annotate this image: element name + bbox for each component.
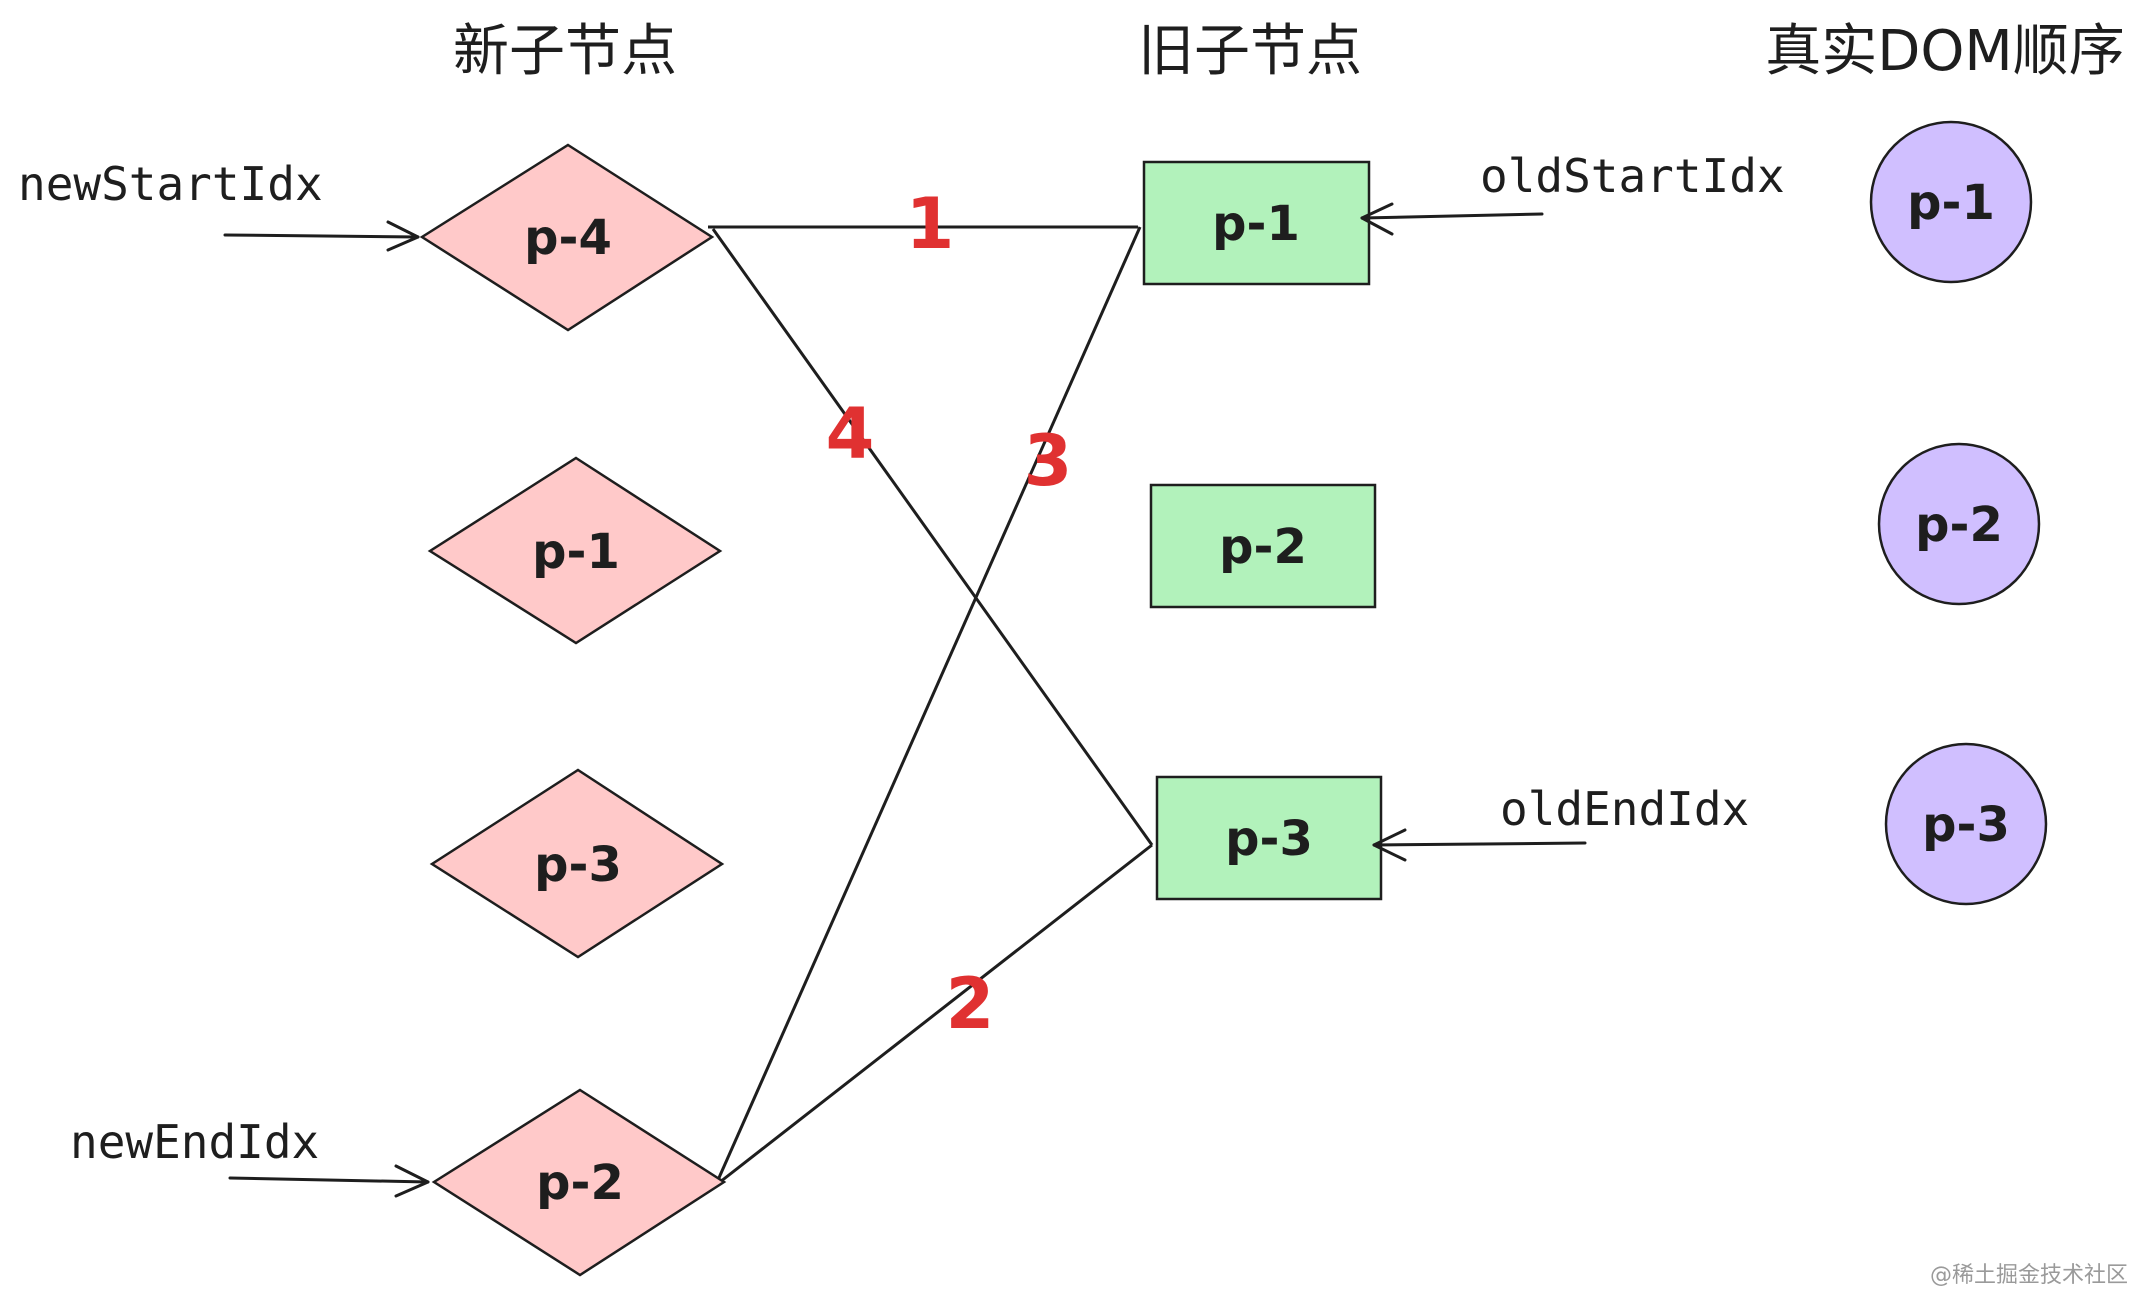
pointer-label-old-start: oldStartIdx (1480, 149, 1785, 203)
new-node-label: p-1 (532, 524, 620, 580)
dom-node-2: p-2 (1877, 442, 2041, 606)
compare-number-4: 4 (826, 393, 875, 475)
old-node-2: p-2 (1149, 483, 1377, 609)
dom-node-1: p-1 (1869, 120, 2033, 284)
compare-number-1: 1 (906, 183, 955, 265)
pointer-label-new-start: newStartIdx (18, 157, 323, 211)
compare-number-3: 3 (1024, 420, 1073, 502)
old-node-3: p-3 (1155, 775, 1383, 901)
dom-node-label: p-3 (1922, 797, 2010, 853)
header-new-children: 新子节点 (453, 19, 677, 84)
new-node-label: p-3 (534, 837, 622, 893)
edge-compare-3 (716, 226, 1142, 1181)
new-node-4: p-2 (431, 1088, 727, 1277)
arrow-old-start (1360, 202, 1544, 236)
edge-compare-2 (719, 843, 1153, 1184)
pointer-label-old-end: oldEndIdx (1500, 782, 1749, 836)
new-node-2: p-1 (427, 456, 723, 645)
new-node-label: p-4 (524, 210, 612, 266)
arrow-new-start (223, 220, 420, 252)
pointer-label-new-end: newEndIdx (70, 1115, 319, 1169)
arrow-new-end (228, 1164, 430, 1198)
new-node-label: p-2 (536, 1155, 624, 1211)
header-old-children: 旧子节点 (1138, 19, 1362, 84)
old-node-label: p-2 (1219, 519, 1307, 575)
dom-node-3: p-3 (1884, 742, 2048, 906)
header-real-dom-order: 真实DOM顺序 (1765, 19, 2125, 84)
dom-node-label: p-1 (1907, 175, 1995, 231)
dom-node-label: p-2 (1915, 497, 2003, 553)
watermark: @稀土掘金技术社区 (1930, 1263, 2128, 1288)
old-node-label: p-1 (1212, 196, 1300, 252)
old-node-label: p-3 (1225, 811, 1313, 867)
compare-number-2: 2 (946, 963, 995, 1045)
arrow-old-end (1372, 828, 1587, 862)
new-node-1: p-4 (419, 143, 715, 332)
edge-compare-4 (711, 228, 1154, 846)
new-node-3: p-3 (429, 768, 725, 959)
old-node-1: p-1 (1142, 160, 1371, 286)
